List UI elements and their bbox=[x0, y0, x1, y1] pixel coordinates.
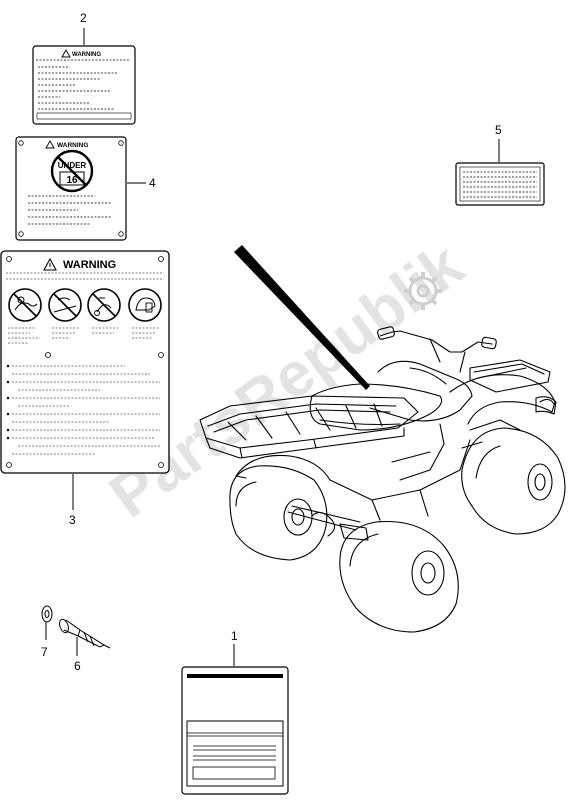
label-3-title: WARNING bbox=[63, 259, 116, 271]
no-paved-road-icon bbox=[48, 288, 82, 322]
warning-triangle-icon bbox=[45, 140, 55, 149]
callout-3: 3 bbox=[69, 513, 76, 527]
label-4: WARNING UNDER 16 bbox=[15, 136, 127, 241]
warning-triangle-icon bbox=[43, 257, 57, 271]
rivet-part bbox=[59, 618, 111, 649]
washer-part bbox=[41, 605, 53, 623]
no-alcohol-icon bbox=[87, 288, 121, 322]
under-badge-text: UNDER bbox=[58, 161, 87, 170]
callout-5: 5 bbox=[495, 123, 502, 137]
age-badge-number: 16 bbox=[66, 175, 78, 186]
label-4-title: WARNING bbox=[57, 142, 88, 149]
no-passenger-icon bbox=[8, 288, 42, 322]
callout-6: 6 bbox=[74, 659, 81, 673]
label-3: WARNING bbox=[0, 250, 170, 474]
wear-helmet-icon bbox=[128, 288, 162, 322]
atv-illustration bbox=[199, 326, 566, 633]
pointer-arrow bbox=[234, 245, 370, 390]
callout-1: 1 bbox=[231, 629, 238, 643]
callout-7: 7 bbox=[41, 645, 48, 659]
label-2-title: WARNING bbox=[72, 52, 101, 58]
warning-triangle-icon bbox=[61, 49, 71, 58]
label-5 bbox=[455, 162, 545, 206]
label-1 bbox=[181, 666, 289, 795]
under-16-prohibition-icon: UNDER 16 bbox=[50, 149, 94, 193]
gear-icon bbox=[404, 272, 442, 310]
label-2: WARNING bbox=[32, 45, 136, 125]
callout-2: 2 bbox=[80, 11, 87, 25]
callout-4: 4 bbox=[149, 176, 156, 190]
